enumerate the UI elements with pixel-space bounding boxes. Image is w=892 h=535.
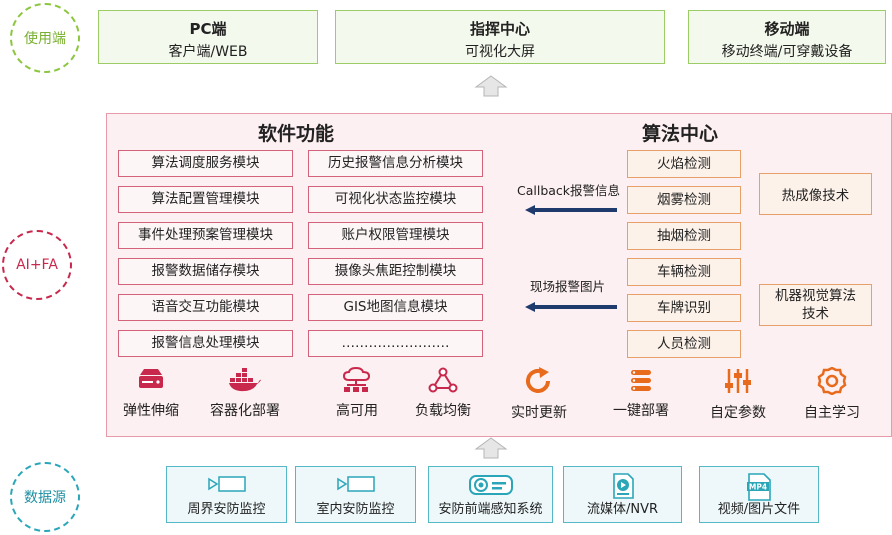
thermal-tech-box: 热成像技术 xyxy=(759,173,872,215)
source-box: 安防前端感知系统 xyxy=(428,466,553,523)
module-item: 算法调度服务模块 xyxy=(118,150,293,177)
feature-label: 容器化部署 xyxy=(210,403,280,419)
feature-item: 容器化部署 xyxy=(203,367,287,420)
feature-label: 实时更新 xyxy=(511,405,567,421)
feature-item: 一键部署 xyxy=(599,367,683,420)
layer-usage-circle: 使用端 xyxy=(10,3,80,73)
source-box: 室内安防监控 xyxy=(295,466,416,523)
refresh-icon xyxy=(526,367,550,393)
server-icon xyxy=(139,369,163,388)
mp4-file-icon: MP4 xyxy=(747,473,771,501)
algorithm-item: 人员检测 xyxy=(627,330,741,358)
feature-label: 高可用 xyxy=(336,403,378,419)
feature-item: 自定参数 xyxy=(696,367,780,422)
algorithm-item: 火焰检测 xyxy=(627,150,741,178)
feature-label: 自主学习 xyxy=(804,405,860,421)
media-file-icon xyxy=(612,473,634,499)
algorithm-item: 车辆检测 xyxy=(627,258,741,286)
command-title: 指挥中心 xyxy=(469,20,530,38)
mobile-title: 移动端 xyxy=(764,20,810,38)
source-label: 流媒体/NVR xyxy=(586,502,659,517)
algorithm-item: 车牌识别 xyxy=(627,294,741,322)
feature-item: 自主学习 xyxy=(790,367,874,422)
left-arrow-icon xyxy=(525,302,617,312)
source-box: 周界安防监控 xyxy=(166,466,287,523)
layer-source-label: 数据源 xyxy=(24,490,66,506)
source-label: 安防前端感知系统 xyxy=(438,502,543,517)
module-item: 语音交互功能模块 xyxy=(118,294,293,321)
svg-text:MP4: MP4 xyxy=(749,483,767,492)
source-label: 周界安防监控 xyxy=(187,502,266,517)
feature-item: 负载均衡 xyxy=(401,367,485,420)
up-arrow-icon xyxy=(474,437,508,459)
list-icon xyxy=(631,370,651,391)
mobile-box: 移动端 移动终端/可穿戴设备 xyxy=(688,10,886,64)
thermal-tech-label: 热成像技术 xyxy=(781,188,850,204)
feature-label: 弹性伸缩 xyxy=(123,403,179,419)
module-item: 可视化状态监控模块 xyxy=(308,186,483,213)
algorithm-title: 算法中心 xyxy=(642,123,719,145)
layer-ai-circle: AI+FA xyxy=(2,230,72,300)
camera-icon xyxy=(336,476,375,492)
machine-vision-label-2: 技术 xyxy=(802,306,829,322)
machine-vision-box: 机器视觉算法 技术 xyxy=(759,284,872,326)
layer-ai-label: AI+FA xyxy=(16,257,58,273)
algorithm-item: 烟雾检测 xyxy=(627,186,741,214)
gear-icon xyxy=(817,367,847,395)
command-subtitle: 可视化大屏 xyxy=(465,44,535,60)
module-item: 算法配置管理模块 xyxy=(118,186,293,213)
feature-item: 实时更新 xyxy=(497,367,581,422)
pc-title: PC端 xyxy=(189,20,227,38)
source-label: 视频/图片文件 xyxy=(717,502,801,517)
camera-icon xyxy=(207,476,246,492)
left-arrow-icon xyxy=(525,205,617,215)
images-label: 现场报警图片 xyxy=(530,279,606,294)
algorithm-item: 抽烟检测 xyxy=(627,222,741,250)
feature-label: 自定参数 xyxy=(710,405,766,421)
module-item: 账户权限管理模块 xyxy=(308,222,483,249)
command-center-box: 指挥中心 可视化大屏 xyxy=(335,10,665,64)
feature-label: 一键部署 xyxy=(613,403,669,419)
nodes-icon xyxy=(428,367,458,393)
module-item: GIS地图信息模块 xyxy=(308,294,483,321)
source-label: 室内安防监控 xyxy=(316,502,395,517)
module-item: …………………… xyxy=(308,330,483,357)
up-arrow-icon xyxy=(474,75,508,97)
machine-vision-label-1: 机器视觉算法 xyxy=(775,288,856,304)
callback-label: Callback报警信息 xyxy=(517,183,621,198)
layer-source-circle: 数据源 xyxy=(10,462,80,532)
module-item: 摄像头焦距控制模块 xyxy=(308,258,483,285)
module-item: 报警信息处理模块 xyxy=(118,330,293,357)
module-item: 历史报警信息分析模块 xyxy=(308,150,483,177)
software-title: 软件功能 xyxy=(258,123,335,145)
feature-item: 高可用 xyxy=(315,367,399,420)
cloud-network-icon xyxy=(342,367,371,392)
pc-client-box: PC端 客户端/WEB xyxy=(98,10,318,64)
docker-icon xyxy=(229,368,261,392)
feature-item: 弹性伸缩 xyxy=(109,367,193,420)
mobile-subtitle: 移动终端/可穿戴设备 xyxy=(721,44,853,60)
sliders-icon xyxy=(725,369,751,393)
source-box: 流媒体/NVR xyxy=(563,466,682,523)
projector-icon xyxy=(468,475,513,495)
source-box: MP4 视频/图片文件 xyxy=(699,466,819,523)
pc-subtitle: 客户端/WEB xyxy=(168,44,248,60)
module-item: 事件处理预案管理模块 xyxy=(118,222,293,249)
layer-usage-label: 使用端 xyxy=(24,31,66,47)
module-item: 报警数据储存模块 xyxy=(118,258,293,285)
feature-label: 负载均衡 xyxy=(415,403,471,419)
